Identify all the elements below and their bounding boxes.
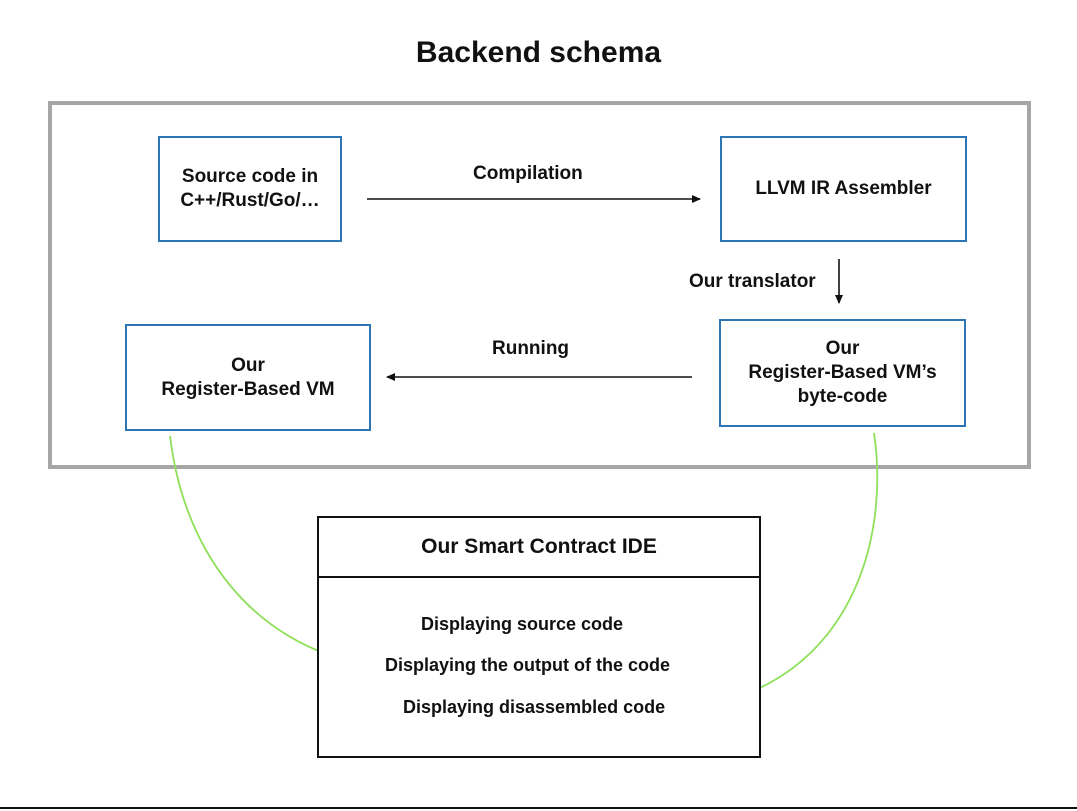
ide-item-source-code: Displaying source code [421, 614, 624, 634]
node-llvm-ir-assembler: LLVM IR Assembler [720, 136, 967, 242]
ide-title: Our Smart Contract IDE [319, 518, 759, 578]
node-vm-bytecode: Our Register-Based VM’s byte-code [719, 319, 966, 427]
ide-item-output: Displaying the output of the code [385, 655, 670, 675]
edge-label-compilation: Compilation [473, 163, 583, 184]
edge-label-running: Running [492, 338, 570, 359]
ide-item-disassembled: Displaying disassembled code [403, 697, 666, 717]
edge-label-translator: Our translator [689, 271, 816, 292]
ide-panel: Our Smart Contract IDE [317, 516, 761, 758]
bottom-rule [0, 807, 1077, 809]
node-register-based-vm: Our Register-Based VM [125, 324, 371, 431]
diagram-title: Backend schema [415, 36, 662, 69]
backend-frame [48, 101, 1031, 469]
node-source-code: Source code in C++/Rust/Go/… [158, 136, 342, 242]
